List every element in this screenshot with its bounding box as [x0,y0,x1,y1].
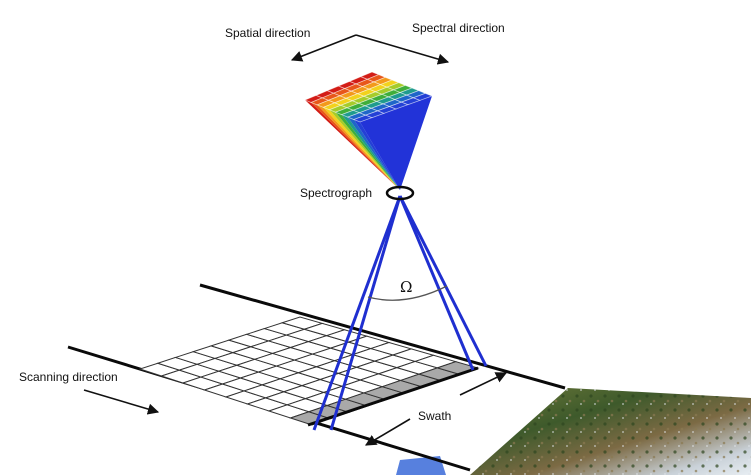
swath-arrow-right [459,372,508,396]
spectral-band-face [329,109,400,190]
spectral-band-face [347,117,400,190]
spectral-direction-label: Spectral direction [412,21,505,35]
spectral-band-face [335,112,400,190]
spectral-detector-pyramid [303,71,434,190]
spatial-direction-arrow [290,34,357,62]
spectrograph-label: Spectrograph [300,186,372,200]
spectral-band-face [341,114,400,190]
swath-arrow [365,418,411,446]
scanning-direction-label: Scanning direction [19,370,118,384]
spectral-band-face [353,119,400,190]
detector-cell [412,92,434,101]
spectral-band-face [323,107,400,190]
swath-label: Swath [418,409,451,423]
terrain-blue-patch [396,456,446,475]
terrain-image [396,388,751,475]
spectral-side-face [360,96,432,190]
field-of-view-arc [367,285,448,301]
view-beam [312,195,488,431]
track-upper-line [199,283,566,390]
omega-label: Ω [400,278,412,296]
spatial-direction-label: Spatial direction [225,26,310,40]
spectral-band-face [305,100,400,190]
spectral-band-face [317,104,400,190]
scanning-direction-arrow [83,389,160,415]
spectral-direction-arrow [355,34,450,65]
spectral-band-face [311,102,400,190]
spectrograph-ring [385,185,415,201]
